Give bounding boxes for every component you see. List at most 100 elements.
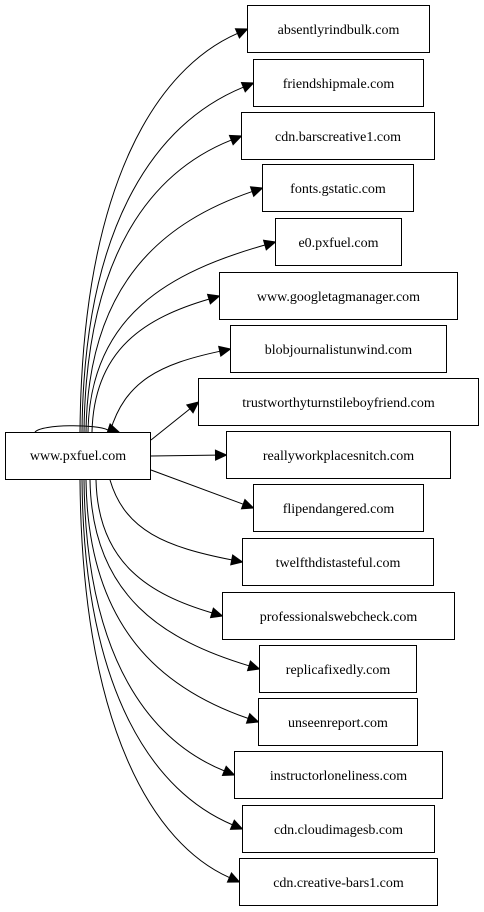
edge-arrowhead <box>218 345 232 358</box>
source-node-label: www.pxfuel.com <box>30 449 126 464</box>
target-node[interactable]: trustworthyturnstileboyfriend.com <box>198 378 479 426</box>
target-node-box <box>253 59 424 107</box>
edge-arrowhead <box>234 28 249 39</box>
target-node[interactable]: instructorloneliness.com <box>234 751 443 799</box>
source-node[interactable]: www.pxfuel.com <box>5 432 151 480</box>
edge-line <box>79 32 238 433</box>
edge-arrowhead <box>226 872 241 883</box>
edge[interactable] <box>91 293 221 433</box>
edge-line <box>109 350 220 433</box>
edge-arrowhead <box>245 712 260 724</box>
target-node[interactable]: friendshipmale.com <box>253 59 424 107</box>
edge-line <box>89 479 250 667</box>
target-node-box <box>198 378 479 426</box>
edge-arrowhead <box>214 449 228 461</box>
edge-line <box>91 298 210 433</box>
target-node-label: e0.pxfuel.com <box>298 236 378 251</box>
edge[interactable] <box>81 82 255 433</box>
target-node-label: reallyworkplacesnitch.com <box>263 449 414 464</box>
target-node-label: absentlyrindbulk.com <box>278 23 400 38</box>
edge-line <box>150 408 191 441</box>
edge[interactable] <box>81 479 244 830</box>
edge[interactable] <box>87 239 277 433</box>
edge[interactable] <box>150 449 228 461</box>
edge-arrowhead <box>229 819 244 830</box>
edge-arrowhead <box>246 660 261 672</box>
edge[interactable] <box>109 479 244 566</box>
target-node-box <box>222 592 455 640</box>
target-node-label: twelfthdistasteful.com <box>276 556 401 571</box>
target-node[interactable]: twelfthdistasteful.com <box>242 538 434 586</box>
target-node[interactable]: professionalswebcheck.com <box>222 592 455 640</box>
target-node-box <box>275 218 402 266</box>
target-node[interactable]: www.googletagmanager.com <box>219 272 458 320</box>
target-node[interactable]: replicafixedly.com <box>259 645 417 693</box>
edge[interactable] <box>83 479 236 777</box>
target-node-label: unseenreport.com <box>288 716 388 731</box>
edge[interactable] <box>95 479 224 619</box>
edge-line <box>79 479 230 878</box>
target-node-label: friendshipmale.com <box>283 77 395 92</box>
target-node[interactable]: unseenreport.com <box>258 698 418 746</box>
edge-arrowhead <box>230 554 244 566</box>
target-node-label: trustworthyturnstileboyfriend.com <box>242 396 435 411</box>
target-node-label: www.googletagmanager.com <box>257 290 420 305</box>
edge[interactable] <box>89 479 261 672</box>
target-node-box <box>230 325 447 373</box>
target-node-label: cdn.barscreative1.com <box>275 130 401 145</box>
edge[interactable] <box>85 479 260 724</box>
edge-arrowhead <box>228 134 243 146</box>
edge-line <box>109 479 232 561</box>
target-node-box <box>242 805 435 853</box>
target-node-label: replicafixedly.com <box>286 663 391 678</box>
target-node-label: fonts.gstatic.com <box>290 182 386 197</box>
nodes-layer: www.pxfuel.com absentlyrindbulk.com frien… <box>5 5 479 906</box>
target-node-box <box>258 698 418 746</box>
edge-line <box>81 479 233 826</box>
edge-line <box>95 479 213 614</box>
edge[interactable] <box>150 401 200 441</box>
target-node-label: blobjournalistunwind.com <box>265 343 412 358</box>
target-node-label: flipendangered.com <box>283 502 395 517</box>
edge-arrowhead <box>206 293 221 305</box>
edge-arrowhead <box>240 498 255 510</box>
edge-arrowhead <box>240 82 255 93</box>
target-node-label: professionalswebcheck.com <box>260 610 418 625</box>
target-node[interactable]: absentlyrindbulk.com <box>247 5 430 53</box>
target-node-box <box>241 112 435 160</box>
target-node[interactable]: flipendangered.com <box>253 484 424 532</box>
target-node-label: instructorloneliness.com <box>270 769 407 784</box>
target-node[interactable]: cdn.cloudimagesb.com <box>242 805 435 853</box>
target-node-label: cdn.cloudimagesb.com <box>274 823 403 838</box>
edge[interactable] <box>83 134 243 433</box>
edge[interactable] <box>150 469 255 510</box>
target-node[interactable]: reallyworkplacesnitch.com <box>226 431 451 479</box>
target-node[interactable]: cdn.barscreative1.com <box>241 112 435 160</box>
edge-line <box>81 86 244 433</box>
self-loop-edge[interactable] <box>34 422 121 434</box>
edge-line <box>85 191 253 433</box>
target-node-box <box>259 645 417 693</box>
edge-line <box>83 479 225 772</box>
target-node[interactable]: cdn.creative-bars1.com <box>239 858 438 906</box>
edge[interactable] <box>85 186 264 433</box>
target-node-box <box>262 164 414 212</box>
edge-line <box>150 469 244 505</box>
edge-arrowhead <box>221 765 236 777</box>
edge[interactable] <box>109 345 232 433</box>
target-node-box <box>242 538 434 586</box>
edge[interactable] <box>79 28 249 433</box>
edge-arrowhead <box>185 401 200 414</box>
target-node-box <box>253 484 424 532</box>
target-node[interactable]: fonts.gstatic.com <box>262 164 414 212</box>
source-node-box <box>5 432 151 480</box>
target-node[interactable]: blobjournalistunwind.com <box>230 325 447 373</box>
edge-line <box>150 454 216 457</box>
self-loop-arrowhead <box>106 422 121 434</box>
edge[interactable] <box>79 479 241 883</box>
target-node[interactable]: e0.pxfuel.com <box>275 218 402 266</box>
self-loop-edge-line <box>34 425 109 433</box>
target-node-box <box>219 272 458 320</box>
edge-line <box>85 479 249 719</box>
